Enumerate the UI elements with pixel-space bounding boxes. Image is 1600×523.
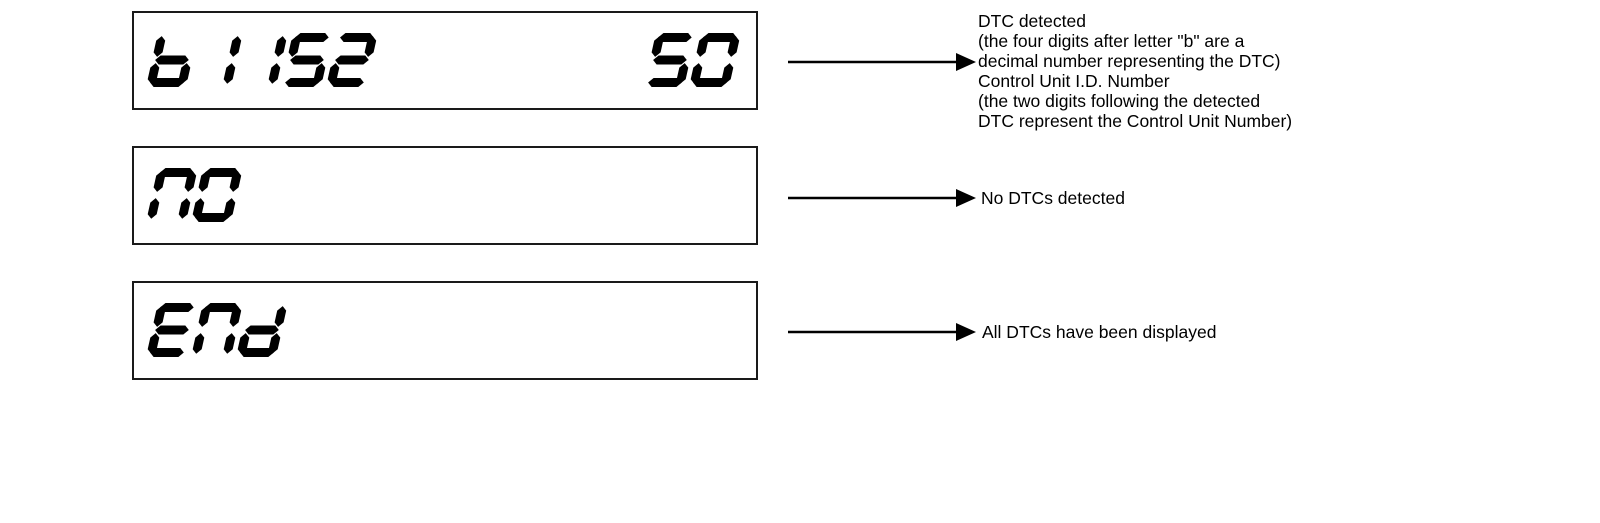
lcd-segment-e [192, 333, 205, 354]
lcd-segment-e [147, 63, 160, 84]
lcd-segment-f [651, 36, 664, 57]
lcd-segment-b [229, 306, 242, 327]
lcd-segment-c [313, 63, 326, 84]
lcd-segment-a [160, 303, 194, 312]
lcd-segment-e [192, 198, 205, 219]
lcd-segment-f [153, 171, 166, 192]
lcd-segment-d [285, 78, 319, 87]
display-panel-dtc-detected [132, 11, 758, 110]
lcd-segment-d [693, 78, 727, 87]
lcd-segment-g [155, 325, 189, 335]
lcd-segment-b [274, 36, 287, 57]
lcd-segment-a [205, 303, 239, 312]
caption-line: Control Unit I.D. Number [978, 71, 1170, 91]
lcd-segment-c [178, 198, 191, 219]
lcd-segment-a [205, 168, 239, 177]
lcd-segment-e [327, 63, 340, 84]
lcd-segment-f [198, 306, 211, 327]
lcd-segment-a [295, 33, 329, 42]
lcd-segment-d [648, 78, 682, 87]
lcd-segment-d [150, 78, 184, 87]
lcd-segment-a [340, 33, 374, 42]
lcd-segment-c [223, 63, 236, 84]
lcd-segment-a [703, 33, 737, 42]
lcd-segment-d [240, 348, 274, 357]
lcd-segment-g [245, 325, 279, 335]
lcd-segment-c [223, 333, 236, 354]
lcd-segment-e [147, 198, 160, 219]
lcd-segment-b [229, 36, 242, 57]
display-panel-no-dtcs [132, 146, 758, 245]
segment-display-end [147, 303, 287, 357]
arrow-right-icon [788, 323, 976, 341]
lcd-segment-d [330, 78, 364, 87]
caption-line: DTC represent the Control Unit Number) [978, 111, 1293, 131]
lcd-segment-e [237, 333, 250, 354]
caption-line: No DTCs detected [981, 188, 1125, 208]
lcd-segment-a [658, 33, 692, 42]
lcd-segment-c [268, 333, 281, 354]
lcd-segment-f [696, 36, 709, 57]
lcd-segment-f [288, 36, 301, 57]
lcd-segment-c [721, 63, 734, 84]
lcd-segment-c [676, 63, 689, 84]
caption-no-dtcs: No DTCs detected [981, 188, 1125, 208]
lcd-segment-c [268, 63, 281, 84]
lcd-segment-c [178, 63, 191, 84]
caption-line: (the two digits following the detected [978, 91, 1261, 111]
lcd-segment-g [155, 55, 189, 65]
lcd-segment-f [153, 36, 166, 57]
arrow-right-icon [788, 189, 976, 207]
lcd-segment-b [364, 36, 377, 57]
lcd-segment-f [198, 171, 211, 192]
segment-display-dtc-detected [147, 33, 740, 87]
arrow-right-icon [788, 53, 976, 71]
caption-line: DTC detected [978, 11, 1086, 31]
lcd-segment-c [223, 198, 236, 219]
lcd-segment-d [195, 213, 229, 222]
caption-line: All DTCs have been displayed [982, 322, 1217, 342]
lcd-segment-e [147, 333, 160, 354]
lcd-segment-a [160, 168, 194, 177]
lcd-segment-b [184, 171, 197, 192]
lcd-segment-f [153, 306, 166, 327]
lcd-segment-e [690, 63, 703, 84]
lcd-segment-g [290, 55, 324, 65]
lcd-segment-b [274, 306, 287, 327]
display-panel-end [132, 281, 758, 380]
lcd-segment-g [653, 55, 687, 65]
caption-end: All DTCs have been displayed [982, 322, 1216, 342]
caption-line: decimal number representing the DTC) [978, 51, 1281, 71]
lcd-segment-b [727, 36, 740, 57]
lcd-segment-d [150, 348, 184, 357]
segment-display-no-dtcs [147, 168, 242, 222]
caption-dtc-detected: DTC detected (the four digits after lett… [978, 11, 1292, 131]
lcd-segment-g [335, 55, 369, 65]
lcd-segment-b [229, 171, 242, 192]
caption-line: (the four digits after letter "b" are a [978, 31, 1245, 51]
